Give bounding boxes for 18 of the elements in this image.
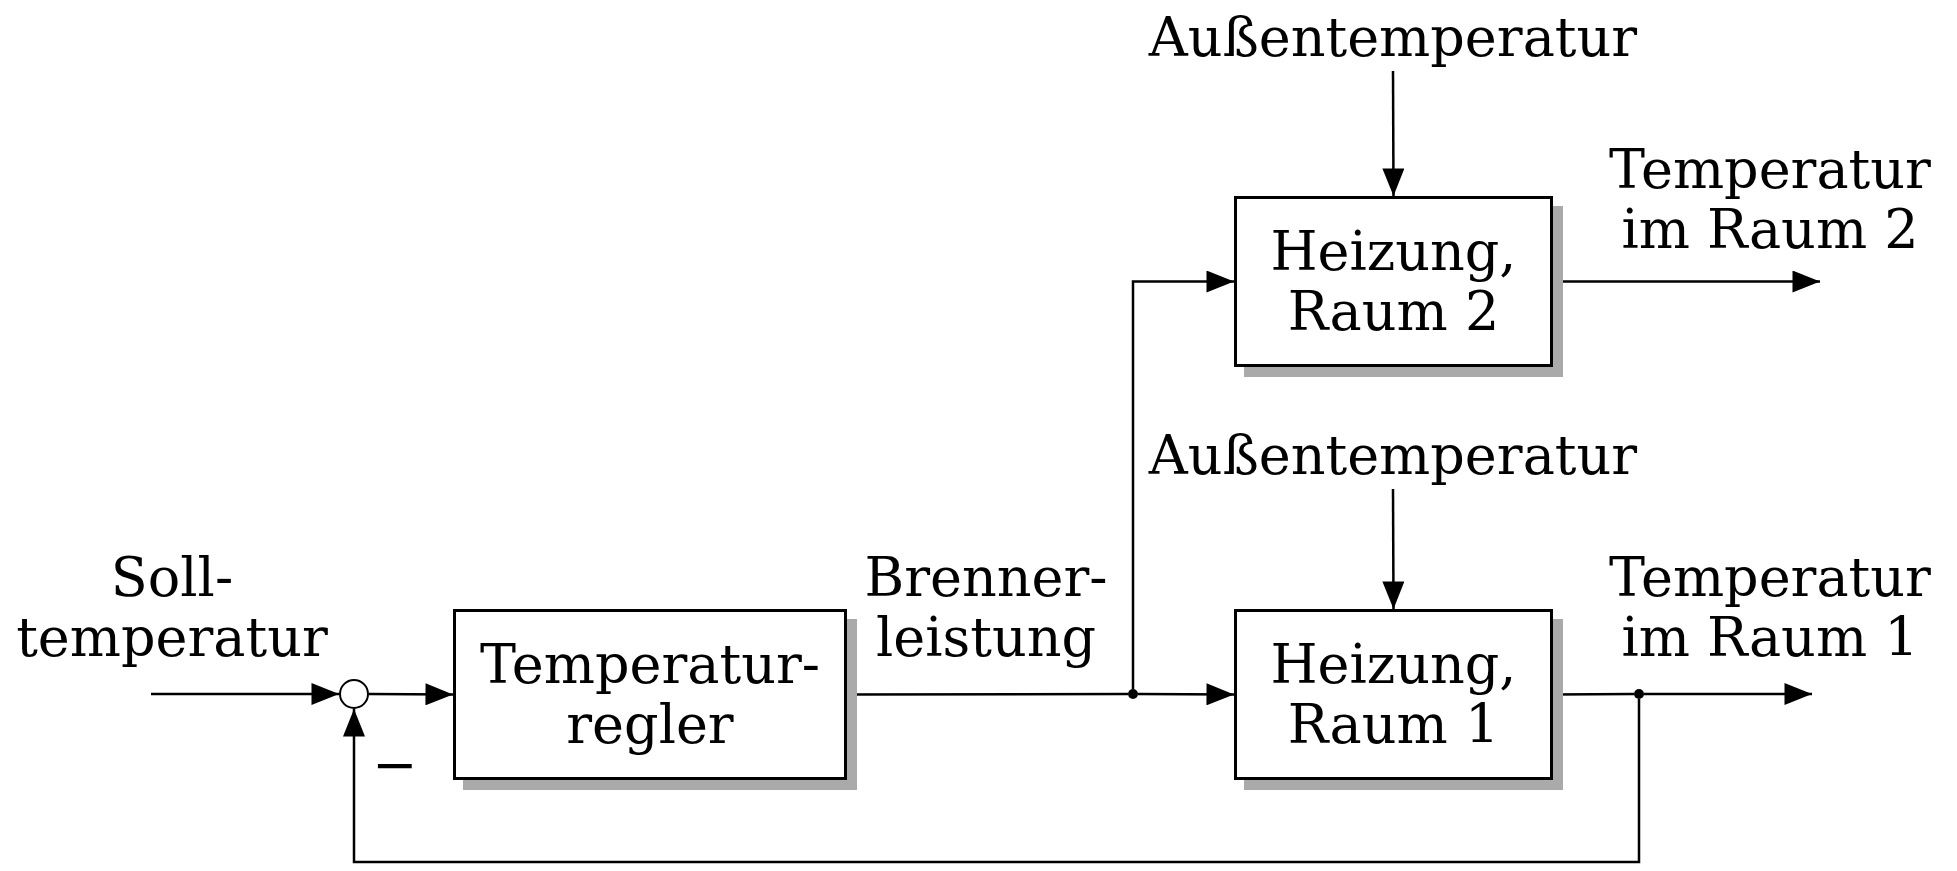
arrow xyxy=(1138,683,1234,706)
edge-label: Temperatur im Raum 2 xyxy=(1608,140,1932,260)
edge-label: Brenner- leistung xyxy=(863,548,1109,668)
edge-label: Soll- temperatur xyxy=(15,548,329,668)
arrow xyxy=(369,683,453,706)
edge-label: − xyxy=(372,735,412,795)
junction-dot xyxy=(1128,689,1138,699)
arrow xyxy=(1382,71,1405,196)
arrow xyxy=(1644,683,1812,705)
arrow xyxy=(151,683,339,705)
arrow xyxy=(343,699,1641,864)
edge-label: Temperatur im Raum 1 xyxy=(1608,548,1932,668)
input-label: Außentemperatur xyxy=(1148,423,1638,489)
junction-dot xyxy=(1634,689,1644,699)
input-label: Außentemperatur xyxy=(1148,5,1638,71)
summing-junction xyxy=(339,679,369,709)
arrow xyxy=(1131,270,1234,689)
arrow xyxy=(1382,489,1405,609)
